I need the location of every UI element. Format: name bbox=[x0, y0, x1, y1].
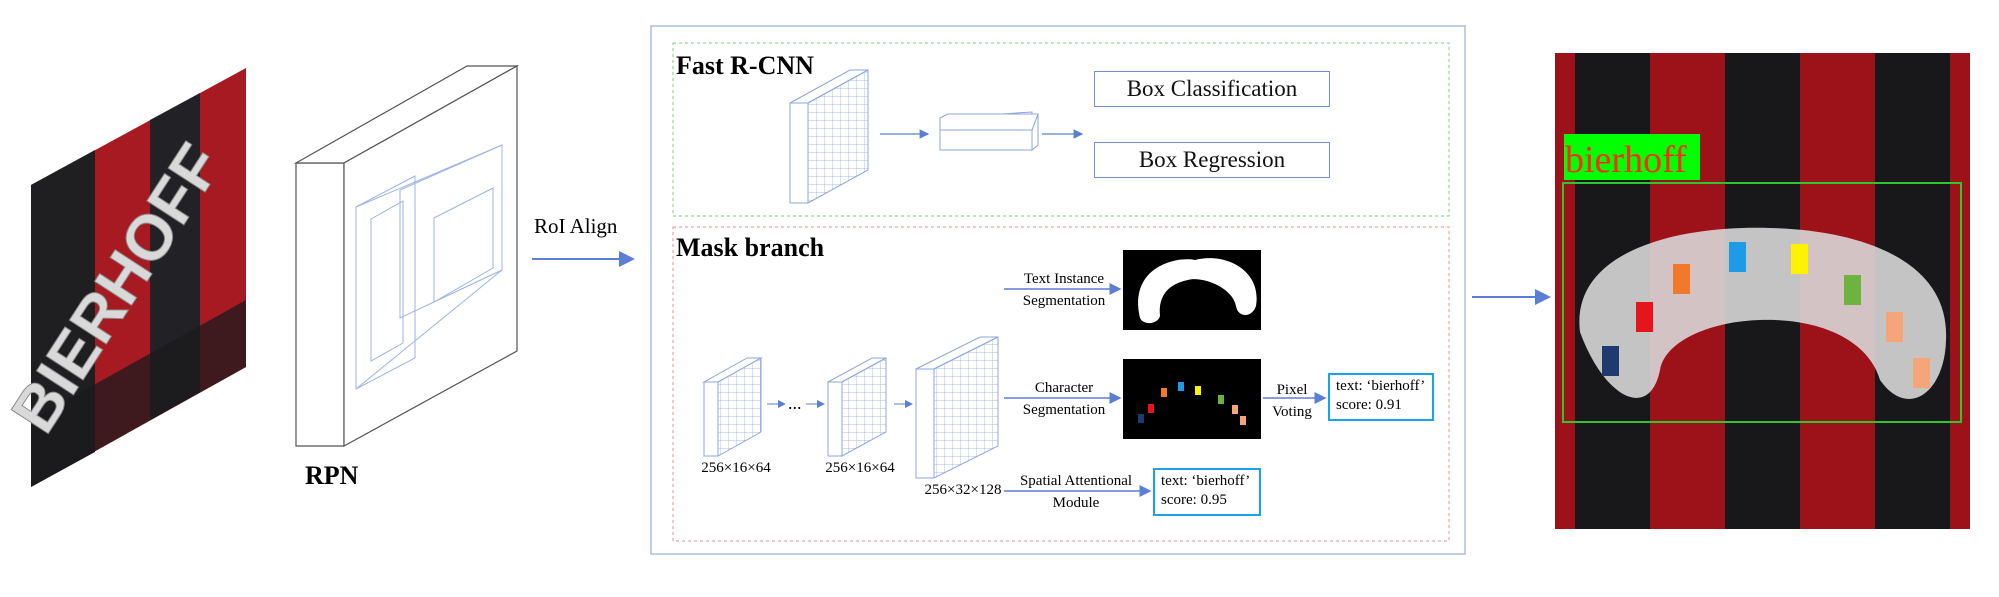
char-box bbox=[1729, 242, 1746, 272]
roi-align-label: RoI Align bbox=[534, 214, 618, 238]
result-attention-score: score: 0.95 bbox=[1161, 492, 1227, 508]
box-classification-box: Box Classification bbox=[1094, 71, 1330, 107]
output-char-boxes bbox=[1602, 242, 1930, 388]
fast-rcnn-fc bbox=[939, 111, 1039, 152]
mask-ellipsis: ... bbox=[788, 393, 802, 413]
result-voting-text: text: ‘bierhoff’ bbox=[1336, 378, 1426, 394]
result-pixel-voting: text: ‘bierhoff’ score: 0.91 bbox=[1328, 373, 1434, 421]
char-dot bbox=[1195, 386, 1201, 395]
dim-label-3: 256×32×128 bbox=[924, 482, 1002, 498]
spatial-attention-label: Spatial Attentional Module bbox=[1019, 473, 1133, 511]
char-dot bbox=[1138, 414, 1144, 423]
char-dot bbox=[1148, 404, 1154, 413]
detection-label-bg bbox=[1564, 134, 1700, 180]
char-box bbox=[1844, 275, 1861, 305]
mask-branch-region bbox=[672, 226, 1450, 542]
result-voting-score: score: 0.91 bbox=[1336, 397, 1402, 413]
char-box bbox=[1791, 244, 1808, 274]
text-instance-seg-label: Text Instance Segmentation bbox=[1022, 271, 1106, 309]
rpn-block bbox=[293, 64, 520, 448]
char-dot bbox=[1232, 405, 1238, 414]
mask-feature-1 bbox=[702, 357, 763, 457]
box-classification-label: Box Classification bbox=[1126, 76, 1298, 101]
detection-label: bierhoff bbox=[1565, 139, 1687, 181]
char-box bbox=[1886, 312, 1903, 342]
char-box bbox=[1636, 302, 1653, 332]
rpn-label: RPN bbox=[305, 461, 359, 490]
result-spatial-attention: text: ‘bierhoff’ score: 0.95 bbox=[1153, 468, 1261, 516]
dim-label-1: 256×16×64 bbox=[701, 460, 771, 476]
char-box bbox=[1673, 264, 1690, 294]
char-box bbox=[1913, 358, 1930, 388]
mask-feature-3 bbox=[915, 336, 999, 479]
char-dot bbox=[1218, 395, 1224, 404]
mask-branch-title: Mask branch bbox=[676, 233, 825, 262]
dim-label-2: 256×16×64 bbox=[825, 460, 895, 476]
output-image bbox=[1555, 53, 1970, 529]
box-regression-box: Box Regression bbox=[1094, 142, 1330, 178]
mask-feature-2 bbox=[827, 357, 887, 457]
char-dot bbox=[1161, 388, 1167, 397]
input-image: BIERHOFF bbox=[0, 68, 246, 487]
pixel-voting-label: Pixel Voting bbox=[1272, 382, 1312, 420]
box-regression-label: Box Regression bbox=[1138, 147, 1286, 172]
character-seg-dots bbox=[1138, 382, 1246, 425]
detection-box bbox=[1562, 182, 1962, 423]
fast-rcnn-title: Fast R-CNN bbox=[676, 51, 814, 80]
result-attention-text: text: ‘bierhoff’ bbox=[1161, 473, 1251, 489]
char-dot bbox=[1178, 382, 1184, 391]
fast-rcnn-feature bbox=[789, 69, 869, 204]
character-seg-map bbox=[1123, 359, 1261, 439]
character-seg-label: Character Segmentation bbox=[1022, 380, 1106, 418]
char-box bbox=[1602, 346, 1619, 376]
char-dot bbox=[1240, 416, 1246, 425]
text-instance-shape bbox=[1138, 258, 1257, 324]
heads-frame bbox=[650, 25, 1466, 555]
